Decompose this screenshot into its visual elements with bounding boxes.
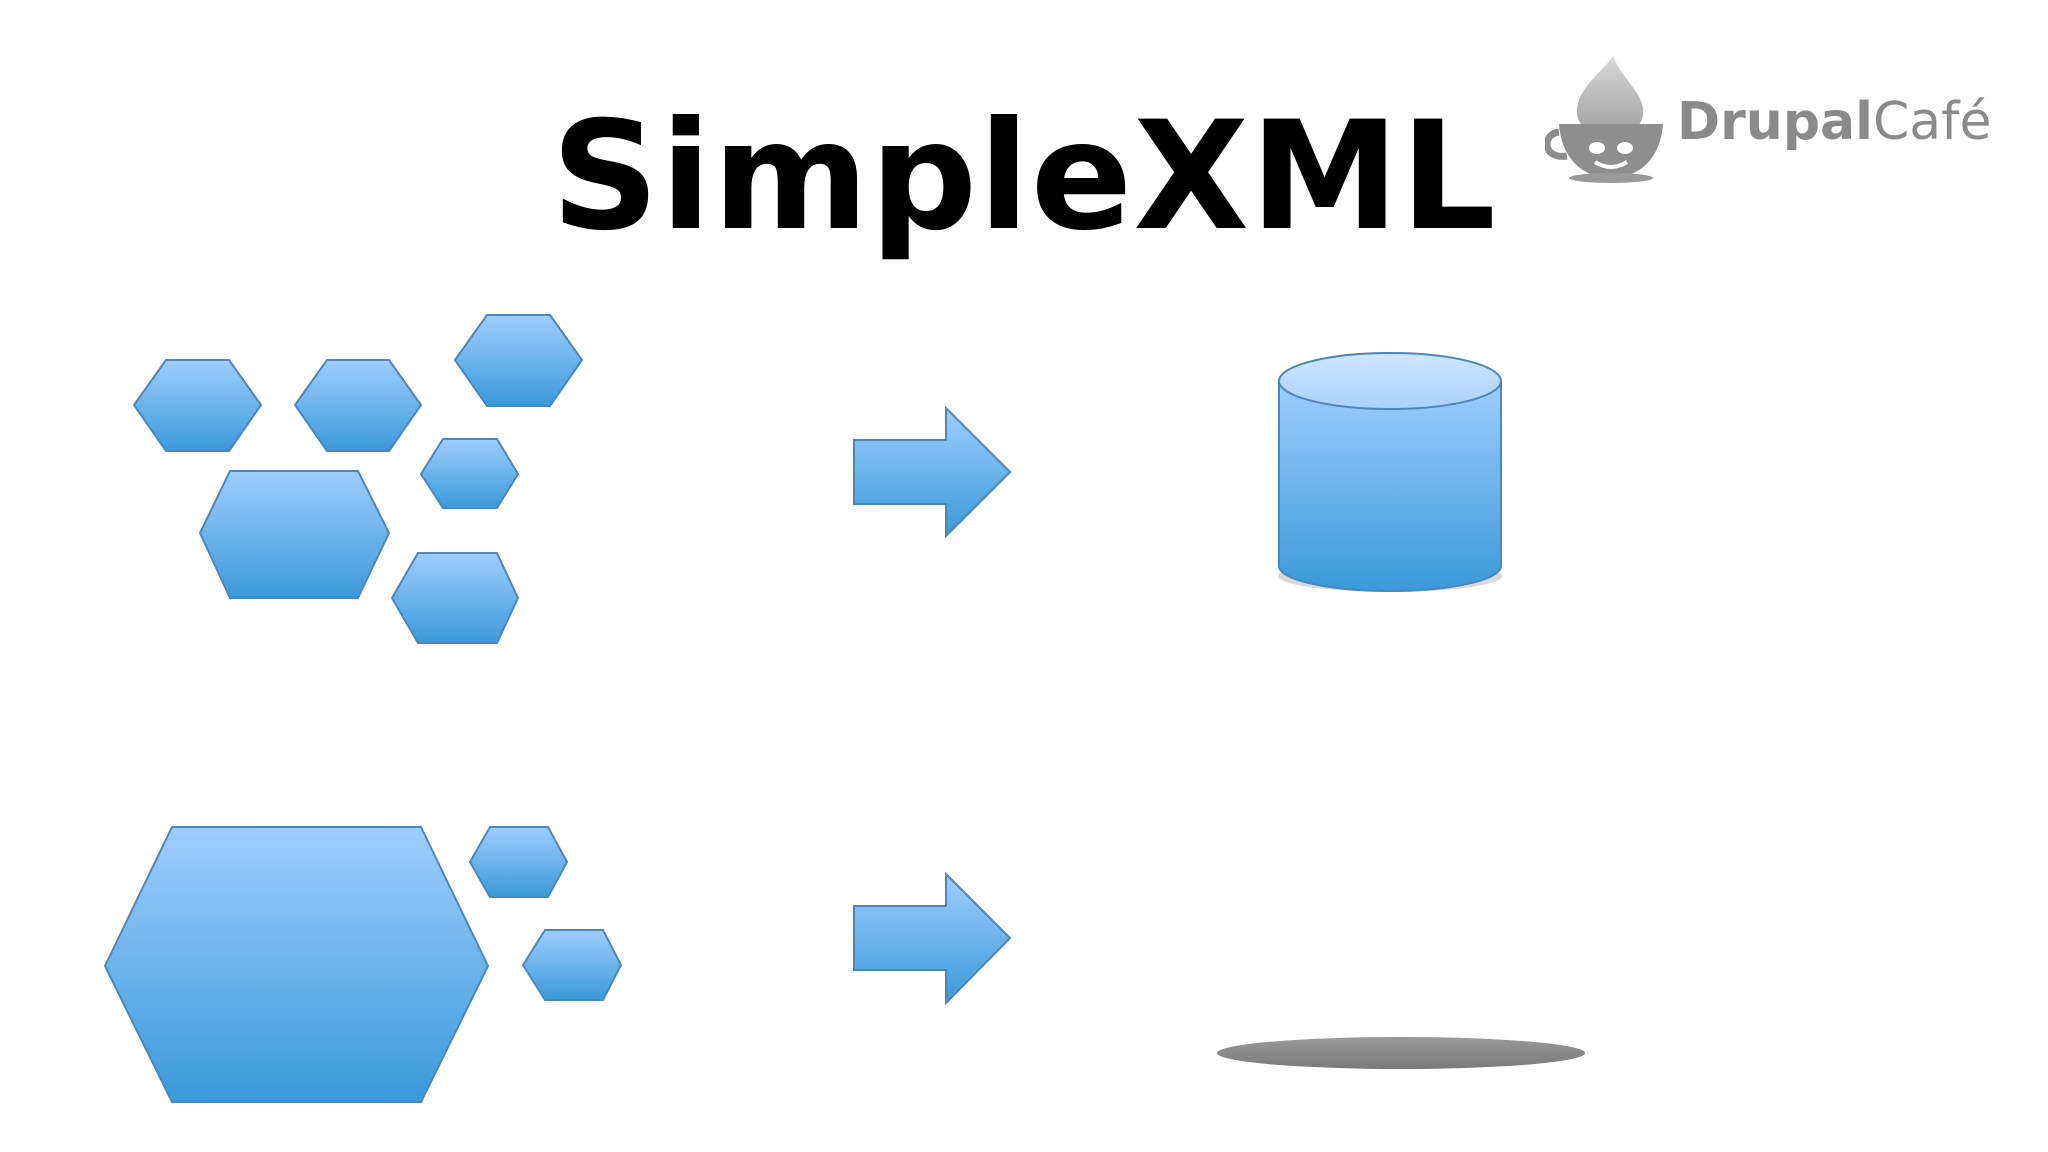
hexagon xyxy=(468,826,569,898)
hexagon xyxy=(198,470,391,599)
right-arrow-icon xyxy=(853,871,1012,1006)
right-arrow-icon xyxy=(853,405,1012,539)
hexagon xyxy=(453,314,584,407)
database-cylinder-icon xyxy=(1278,352,1502,592)
drupal-cup-icon xyxy=(1545,56,1663,183)
logo-text: DrupalCafé xyxy=(1677,92,1991,152)
logo-text-light: Café xyxy=(1872,92,1992,152)
hexagon xyxy=(390,552,520,644)
hexagon xyxy=(293,359,423,452)
hexagon-cluster-bottom xyxy=(103,826,623,1103)
hexagon-cluster-top xyxy=(132,314,584,644)
hexagon-large xyxy=(103,826,490,1103)
logo-text-bold: Drupal xyxy=(1677,92,1873,152)
flat-shadow-ellipse xyxy=(1217,1037,1585,1069)
cylinder-body xyxy=(1278,381,1502,592)
hexagon xyxy=(419,438,520,509)
hexagon xyxy=(132,359,263,452)
drupalcafe-logo: DrupalCafé xyxy=(1545,50,1991,185)
hexagon xyxy=(521,929,623,1001)
slide-title: SimpleXML xyxy=(551,90,1497,264)
cylinder-top xyxy=(1278,352,1502,410)
